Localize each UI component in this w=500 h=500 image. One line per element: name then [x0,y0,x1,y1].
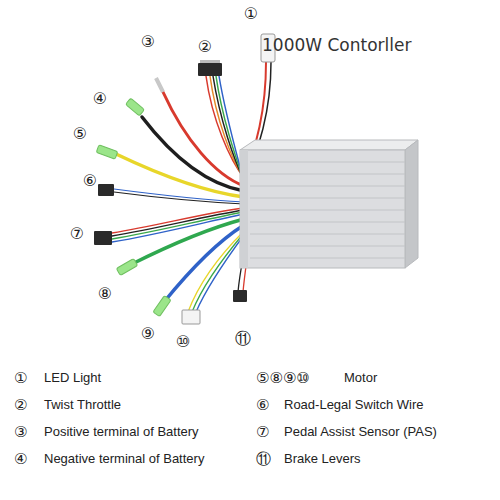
pas-connector [94,231,112,245]
legend-number: ① [14,370,27,387]
fin [250,258,405,259]
callout-number: ④ [93,90,107,108]
callout-number: ⑪ [235,330,251,348]
fin [250,198,405,199]
callout-number: ⑤ [73,125,87,143]
battery-terminal [156,78,163,92]
legend-number: ⑥ [256,397,269,414]
box-front [240,150,405,268]
battery-terminal [126,98,145,116]
legend-label: Negative terminal of Battery [44,452,204,466]
callout-number: ③ [141,33,155,51]
fin [250,210,405,211]
callout-number: ② [198,38,212,56]
legend-label: Pedal Assist Sensor (PAS) [284,425,437,439]
legend-number: ⑦ [256,424,269,441]
legend-number: ④ [14,451,27,468]
wire [114,192,244,204]
wire [112,210,244,236]
box-side [405,140,418,268]
wire [116,154,244,197]
box-top [240,140,418,150]
legend-number: ⑪ [256,451,271,468]
callout-number: ⑧ [98,285,112,303]
controller-box [240,140,418,268]
callout-number: ① [244,5,258,23]
legend-label: Road-Legal Switch Wire [284,398,423,412]
fin [250,234,405,235]
legend-label: Positive terminal of Battery [44,425,199,439]
legend-number: ② [14,397,27,414]
callout-number: ⑦ [70,225,84,243]
connector-pins [200,60,220,63]
legend-label: Brake Levers [284,452,361,466]
legend-number: ③ [14,424,27,441]
legend-number: ⑤⑧⑨⑩ [256,370,310,387]
legend-label: Motor [344,371,377,385]
fin [250,222,405,223]
cooling-fins [250,162,405,258]
switch-connector [98,184,114,196]
end-plate [240,150,248,268]
wire-bundle [112,62,271,312]
fin [250,162,405,163]
fin [250,186,405,187]
callout-number: ⑩ [176,333,190,351]
wire [164,225,244,302]
diagram-title: 1000W Contorller [262,36,411,55]
legend-label: LED Light [44,371,101,385]
motor-terminal [116,259,137,276]
connectors [94,34,275,324]
brake-connector [233,290,247,302]
fin [250,174,405,175]
hall-connector [182,310,200,324]
motor-terminal [153,296,171,317]
wire [163,92,244,186]
wire [142,117,244,191]
legend-label: Twist Throttle [44,398,121,412]
callout-number: ⑥ [83,172,97,190]
fin [250,246,405,247]
motor-terminal [96,145,118,159]
wire [114,189,244,202]
throttle-connector [198,63,222,76]
callout-number: ⑨ [141,325,155,343]
wire [132,219,244,264]
